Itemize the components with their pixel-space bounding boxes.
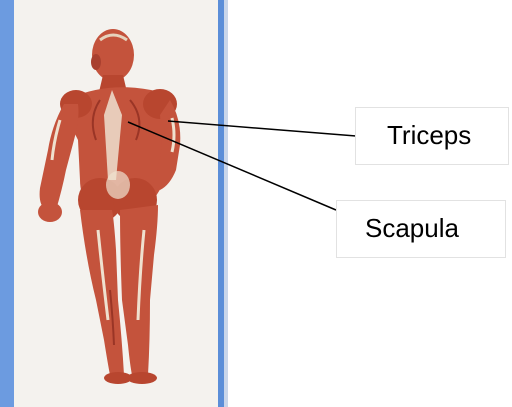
poster-frame-left (0, 0, 14, 407)
triceps-label: Triceps (387, 120, 471, 151)
left-hand (38, 202, 62, 222)
scapula-label: Scapula (365, 213, 459, 244)
right-foot (127, 372, 157, 384)
